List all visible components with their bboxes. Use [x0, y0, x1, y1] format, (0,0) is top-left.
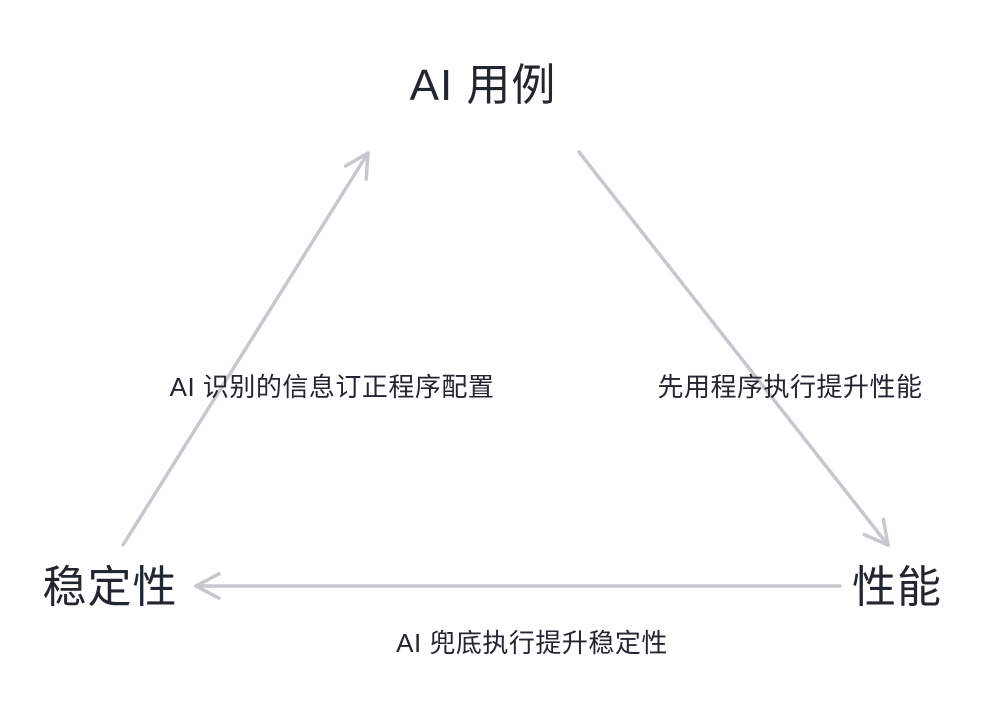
node-stability: 稳定性 — [42, 563, 178, 612]
arrowhead-usecase-to-performance — [862, 517, 890, 547]
edge-label-ai-fallback-stability: AI 兜底执行提升稳定性 — [396, 628, 668, 658]
node-performance: 性能 — [852, 563, 942, 612]
arrow-shaft-usecase-to-performance — [577, 150, 890, 547]
arrowhead-performance-to-stability — [194, 572, 221, 600]
arrow-shaft-stability-to-usecase — [121, 151, 370, 547]
edge-label-ai-config-correction: AI 识别的信息订正程序配置 — [169, 372, 495, 402]
node-ai-use-case: AI 用例 — [409, 61, 557, 110]
arrowhead-stability-to-usecase — [343, 151, 370, 181]
edge-label-program-first-performance: 先用程序执行提升性能 — [657, 372, 923, 402]
